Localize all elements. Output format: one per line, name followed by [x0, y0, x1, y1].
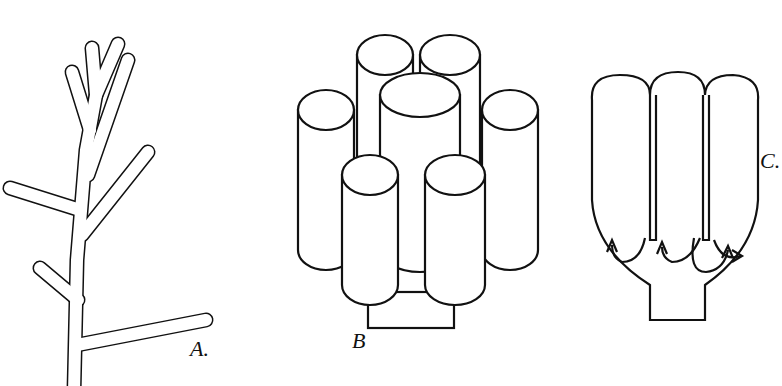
branching-colony: [10, 44, 206, 386]
figure-letter: B: [352, 330, 365, 352]
cup-section: [592, 72, 758, 320]
figure-letter: C.: [760, 150, 780, 172]
cell-cluster: [298, 35, 538, 328]
figure-letter: A.: [190, 338, 209, 360]
